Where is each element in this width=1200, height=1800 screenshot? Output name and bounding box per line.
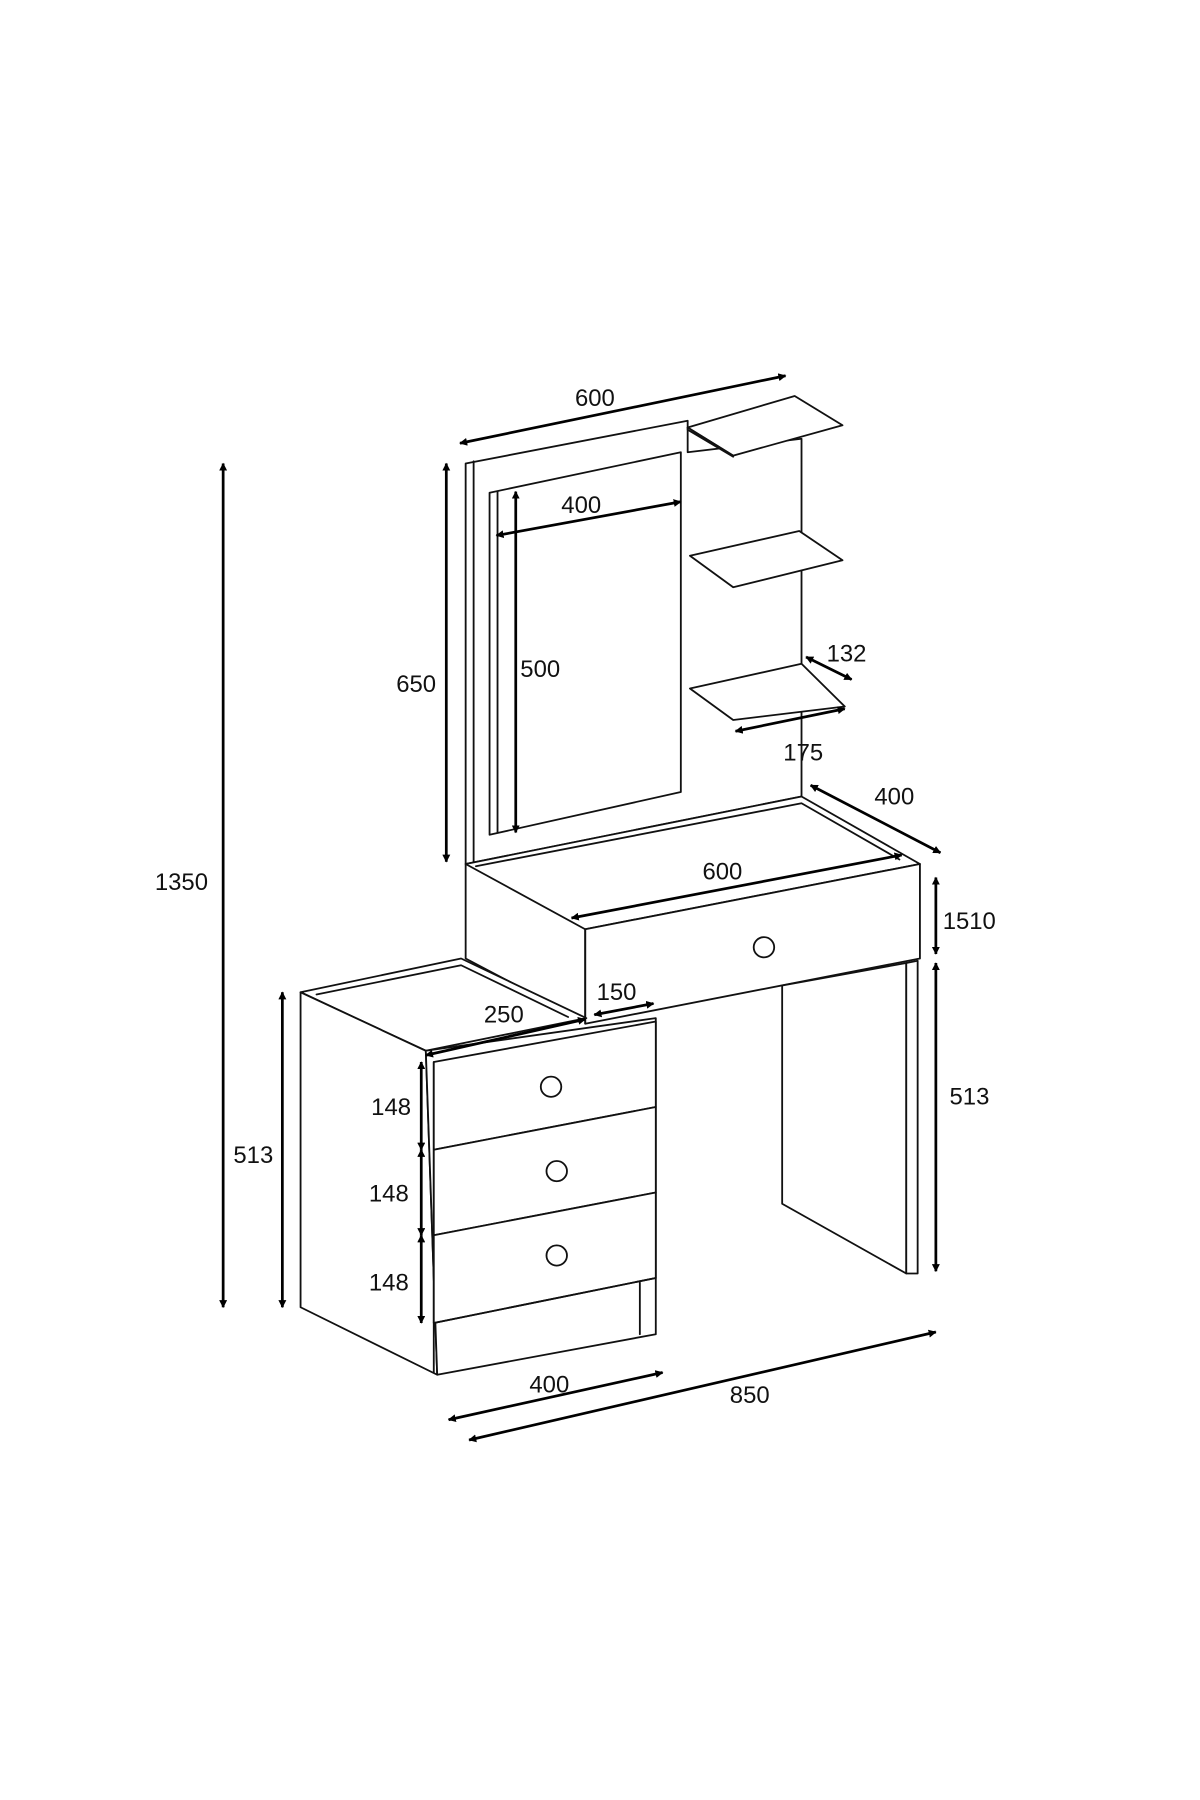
right-leg-height-label: 513: [950, 1084, 990, 1111]
cabinet-drawer-1-knob: [539, 1075, 563, 1098]
shelf-depth-arrow: [805, 655, 853, 681]
dimension-labels: 1350 600 400 650 500 132 175 400 600 151…: [155, 385, 996, 1409]
cabinet-plinth: [432, 1277, 657, 1336]
cabinet-drawer-3: [432, 1191, 657, 1324]
cabinet-drawer-3-knob: [545, 1244, 568, 1267]
dimension-lines: [219, 373, 942, 1443]
gap-width-arrow: [593, 1000, 655, 1018]
hutch-width-label: 600: [575, 385, 615, 412]
drawer3-height-label: 148: [369, 1270, 409, 1297]
total-width-label: 850: [730, 1382, 770, 1409]
total-width-arrow: [468, 1329, 937, 1443]
right-leg-panel: [781, 959, 919, 1275]
mirror-width-label: 400: [561, 492, 601, 519]
drawer-width-label: 600: [702, 859, 742, 886]
gap-width-label: 150: [597, 979, 637, 1006]
shelf-middle: [689, 530, 844, 589]
left-leg-height-label: 513: [233, 1142, 273, 1169]
shelf-top: [686, 395, 844, 458]
table-depth-label: 400: [874, 784, 914, 811]
cabinet-drawer-2-knob: [545, 1160, 568, 1183]
cabinet-top-depth-arrow: [425, 1016, 586, 1058]
hutch-width-arrow: [459, 373, 787, 446]
drawer-width-arrow: [570, 852, 903, 921]
mirror-width-arrow: [495, 499, 682, 539]
mirror-height-label: 500: [520, 656, 560, 683]
drawer-height-label: 1510: [943, 908, 996, 935]
drawer-knob: [752, 936, 776, 959]
furniture-drawing: [299, 395, 921, 1376]
shelf-length-label: 175: [783, 740, 823, 767]
hutch-height-label: 650: [396, 671, 436, 698]
shelf-length-arrow: [734, 706, 846, 734]
drawer2-height-label: 148: [369, 1181, 409, 1208]
table-depth-arrow: [809, 784, 942, 854]
mirror: [488, 451, 682, 836]
overall-height-label: 1350: [155, 869, 208, 896]
shelf-depth-label: 132: [827, 641, 867, 668]
cabinet-top-depth-label: 250: [484, 1002, 524, 1029]
drawer1-height-label: 148: [371, 1094, 411, 1121]
cabinet-width-label: 400: [529, 1372, 569, 1399]
